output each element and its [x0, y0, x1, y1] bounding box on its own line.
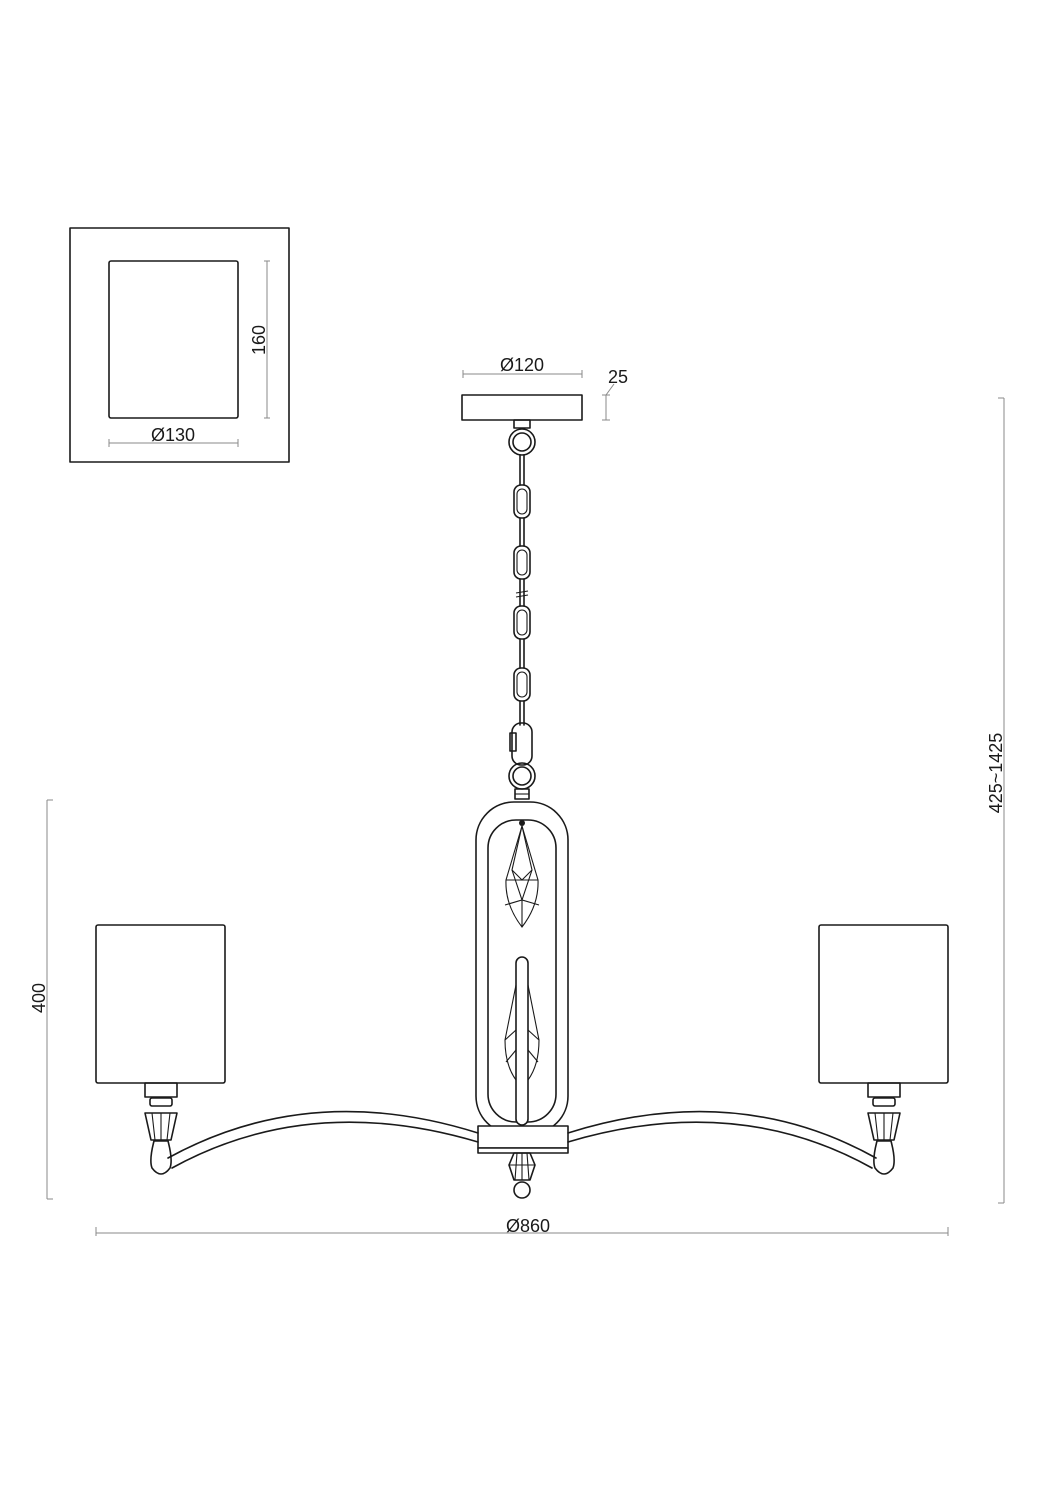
- center-finial: [508, 1152, 536, 1199]
- crystal-drop-bottom: [504, 984, 540, 1081]
- canopy-height-label: 25: [608, 367, 628, 387]
- central-stem: [515, 956, 529, 1126]
- lamp-left: [95, 924, 226, 1175]
- shade-height-label: 160: [249, 325, 269, 355]
- arm-right: [567, 1110, 877, 1169]
- shade-outline: [108, 260, 239, 419]
- dimension-width: Ø860: [95, 1216, 949, 1236]
- width-label: Ø860: [506, 1216, 550, 1236]
- total-height-label: 425~1425: [986, 733, 1006, 814]
- dimension-total-height: 425~1425: [986, 397, 1006, 1204]
- inset-frame: [69, 227, 290, 463]
- canopy-ring: [508, 428, 536, 456]
- lamp-right: [818, 924, 949, 1175]
- suspension-chain: [508, 454, 536, 800]
- center-hub: [477, 1125, 569, 1149]
- shade-detail-inset: 160 Ø130: [69, 227, 290, 463]
- lampshade-right: [818, 924, 949, 1084]
- lampshade-left: [95, 924, 226, 1084]
- canopy-diameter-label: Ø120: [500, 355, 544, 375]
- canopy-plate: [461, 394, 583, 421]
- body-height-label: 400: [29, 983, 49, 1013]
- central-frame: [475, 801, 569, 1199]
- shade-diameter-label: Ø130: [151, 425, 195, 445]
- chain-carabiner: [511, 722, 533, 766]
- arm-left: [167, 1110, 479, 1169]
- dimension-body-height: 400: [29, 799, 53, 1200]
- ceiling-canopy: Ø120 25: [461, 355, 628, 456]
- crystal-drop-top: [504, 820, 540, 928]
